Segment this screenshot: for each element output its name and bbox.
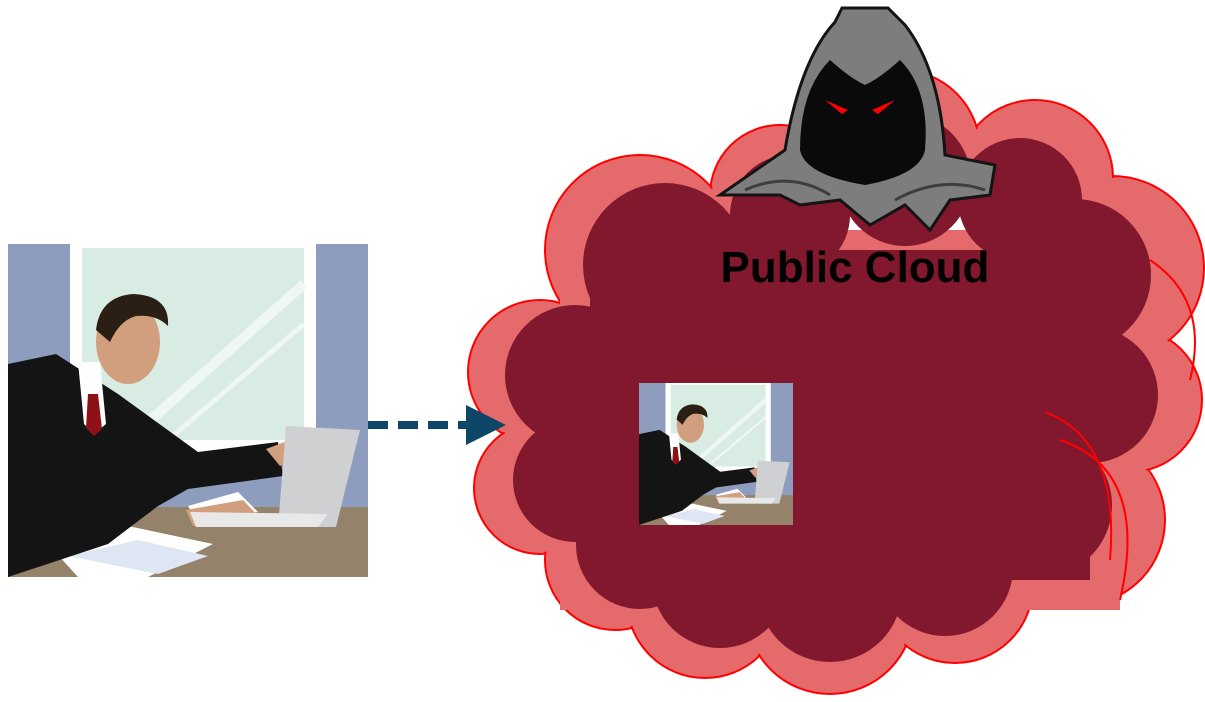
user-copy-in-cloud	[639, 383, 793, 525]
cloud-label: Public Cloud	[720, 243, 990, 292]
hooded-hacker-icon	[715, 6, 997, 233]
upload-arrow	[368, 405, 506, 445]
user-at-laptop	[8, 244, 368, 577]
